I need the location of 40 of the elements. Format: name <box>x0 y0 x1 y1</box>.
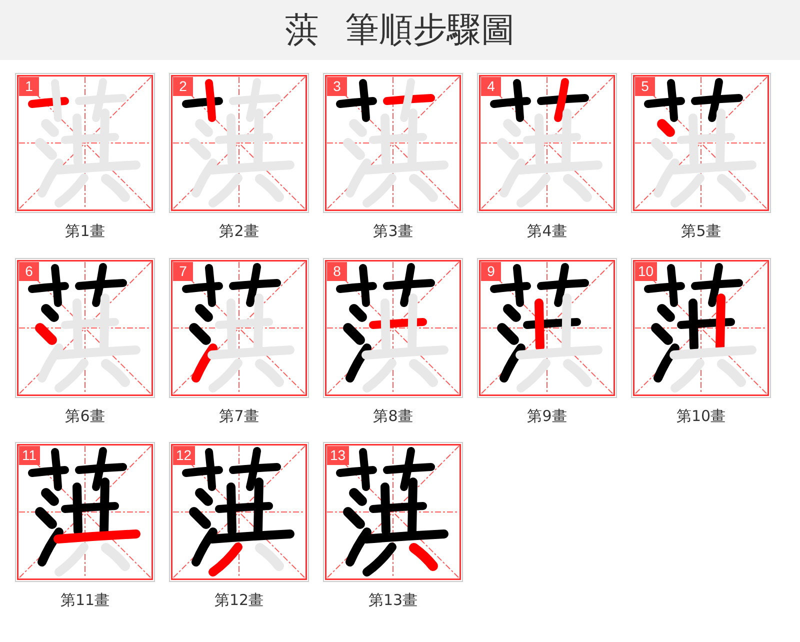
step-caption: 第4畫 <box>527 222 567 240</box>
grid-box <box>169 442 309 582</box>
step-badge: 12 <box>173 446 195 465</box>
step-badge: 11 <box>19 446 40 465</box>
grid-box <box>631 73 771 213</box>
grid-box <box>323 73 463 213</box>
grid-box <box>15 442 155 582</box>
grid-box <box>169 258 309 398</box>
grid-box <box>323 258 463 398</box>
step-caption: 第7畫 <box>219 407 259 425</box>
grid-box <box>631 258 771 398</box>
grid-box <box>15 258 155 398</box>
step-badge: 3 <box>327 77 347 96</box>
step-caption: 第11畫 <box>60 591 110 609</box>
title: 葓 筆順步驟圖 <box>284 10 516 50</box>
grid-box <box>323 442 463 582</box>
grid-box <box>477 258 617 398</box>
step-badge: 6 <box>19 262 39 281</box>
step-caption: 第2畫 <box>219 222 259 240</box>
step-badge: 9 <box>481 262 501 281</box>
step-badge: 5 <box>635 77 655 96</box>
step-badge: 1 <box>19 77 39 96</box>
step-badge: 10 <box>635 262 657 281</box>
step-badge: 8 <box>327 262 347 281</box>
step-caption: 第10畫 <box>676 407 726 425</box>
step-badge: 13 <box>327 446 349 465</box>
step-caption: 第9畫 <box>527 407 567 425</box>
grid-box <box>169 73 309 213</box>
step-caption: 第8畫 <box>373 407 413 425</box>
step-caption: 第3畫 <box>373 222 413 240</box>
step-badge: 4 <box>481 77 501 96</box>
step-badge: 7 <box>173 262 193 281</box>
step-caption: 第6畫 <box>65 407 105 425</box>
step-badge: 2 <box>173 77 193 96</box>
step-caption: 第5畫 <box>681 222 721 240</box>
step-caption: 第1畫 <box>65 222 105 240</box>
grid-box <box>15 73 155 213</box>
step-caption: 第13畫 <box>368 591 418 609</box>
step-caption: 第12畫 <box>214 591 264 609</box>
grid-box <box>477 73 617 213</box>
